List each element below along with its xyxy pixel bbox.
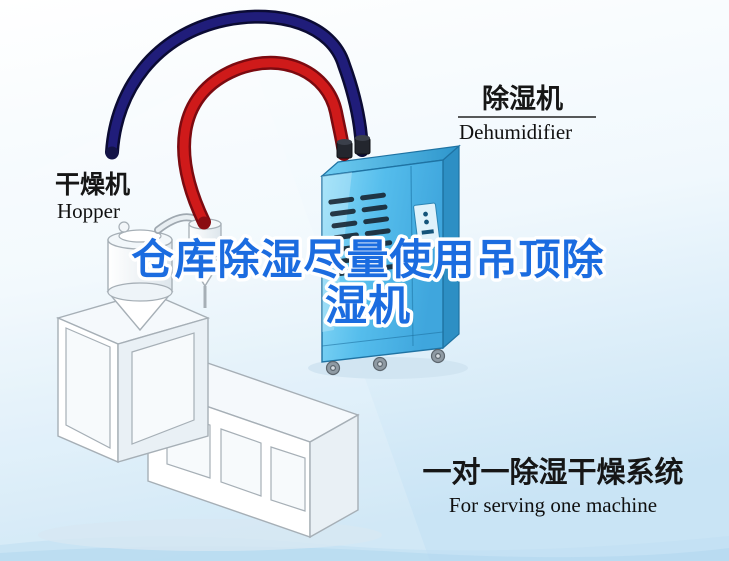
vent-grille bbox=[328, 192, 396, 276]
cold-air-pipe bbox=[105, 9, 369, 160]
page-title-line1: 仓库除湿尽量使用吊顶除 bbox=[131, 236, 604, 283]
dehumidifier-illustration bbox=[320, 144, 461, 376]
hopper-illustration bbox=[106, 213, 223, 332]
page-title-line2: 湿机 bbox=[325, 282, 411, 329]
control-panel bbox=[413, 202, 441, 250]
caption-cn: 一对一除湿干燥系统 bbox=[422, 455, 683, 489]
dehumidifier-shadow bbox=[308, 357, 468, 379]
dryer-label: 干燥机 Hopper bbox=[55, 171, 130, 223]
dehumidifier-label-cn: 除湿机 bbox=[482, 83, 563, 114]
page-title: 仓库除湿尽量使用吊顶除 湿机 bbox=[128, 233, 607, 333]
dehumidifier-label: 除湿机 Dehumidifier bbox=[458, 83, 596, 144]
caster-wheels bbox=[325, 348, 446, 376]
dryer-label-en: Hopper bbox=[57, 199, 120, 223]
dehumidifier-label-en: Dehumidifier bbox=[459, 120, 572, 144]
pipe-connectors bbox=[336, 135, 371, 159]
system-caption: 一对一除湿干燥系统 For serving one machine bbox=[422, 455, 683, 517]
dryer-machine-illustration bbox=[55, 291, 360, 539]
dryer-label-cn: 干燥机 bbox=[55, 171, 130, 199]
caption-en: For serving one machine bbox=[449, 493, 657, 517]
hot-air-pipe bbox=[177, 55, 351, 230]
